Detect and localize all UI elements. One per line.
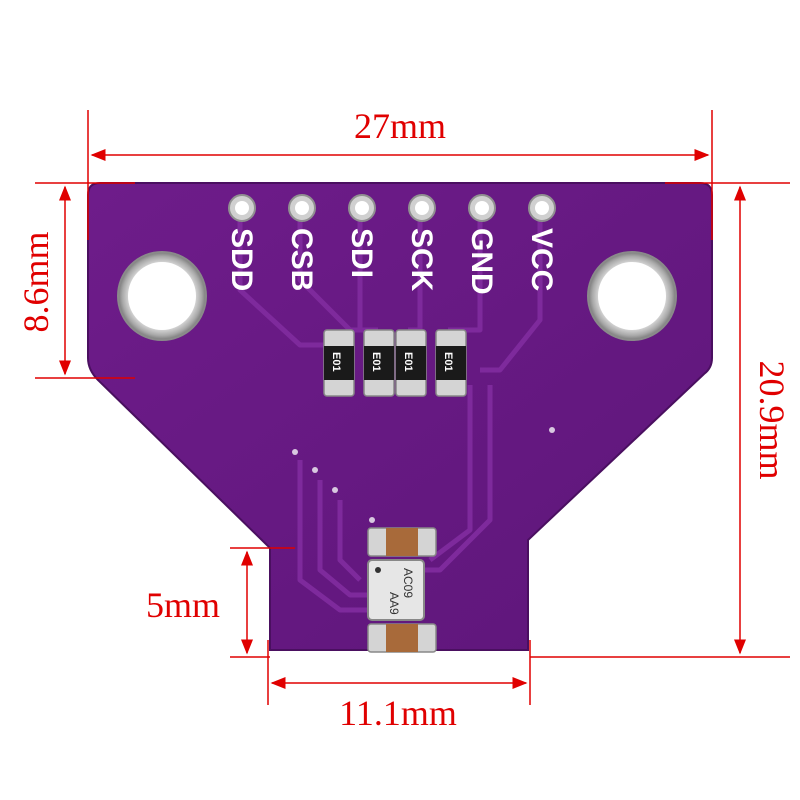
- sensor-marking: AC09: [401, 568, 415, 598]
- pressure-sensor-chip: AC09 AA9: [367, 559, 425, 621]
- resistor-4: E01: [435, 329, 467, 397]
- pin-label-sdi: SDI: [345, 228, 378, 278]
- pin-label-csb: CSB: [285, 228, 318, 291]
- svg-text:E01: E01: [442, 352, 454, 372]
- header-pads: [228, 194, 556, 222]
- svg-text:E01: E01: [402, 352, 414, 372]
- dimension-lines: [35, 110, 790, 705]
- dimension-height-total: 20.9mm: [752, 360, 792, 479]
- resistor-1: E01: [323, 329, 355, 397]
- resistor-3: E01: [395, 329, 427, 397]
- resistor-array: E01 E01 E01 E01: [323, 329, 467, 397]
- dimension-width: 27mm: [354, 106, 446, 146]
- pin-label-vcc: VCC: [525, 228, 558, 291]
- sensor-marking-2: AA9: [387, 592, 401, 615]
- pin-label-gnd: GND: [465, 228, 498, 295]
- svg-text:E01: E01: [330, 352, 342, 372]
- svg-text:E01: E01: [370, 352, 382, 372]
- dimension-neck-height: 5mm: [146, 585, 220, 625]
- pin-label-sck: SCK: [405, 228, 438, 292]
- resistor-2: E01: [363, 329, 395, 397]
- capacitor-top: [367, 527, 437, 557]
- pin-label-sdd: SDD: [225, 228, 258, 291]
- pcb-vias: [292, 427, 555, 523]
- capacitor-bottom: [367, 623, 437, 653]
- dimension-neck-width: 11.1mm: [339, 693, 457, 733]
- dimension-height-top: 8.6mm: [16, 231, 56, 332]
